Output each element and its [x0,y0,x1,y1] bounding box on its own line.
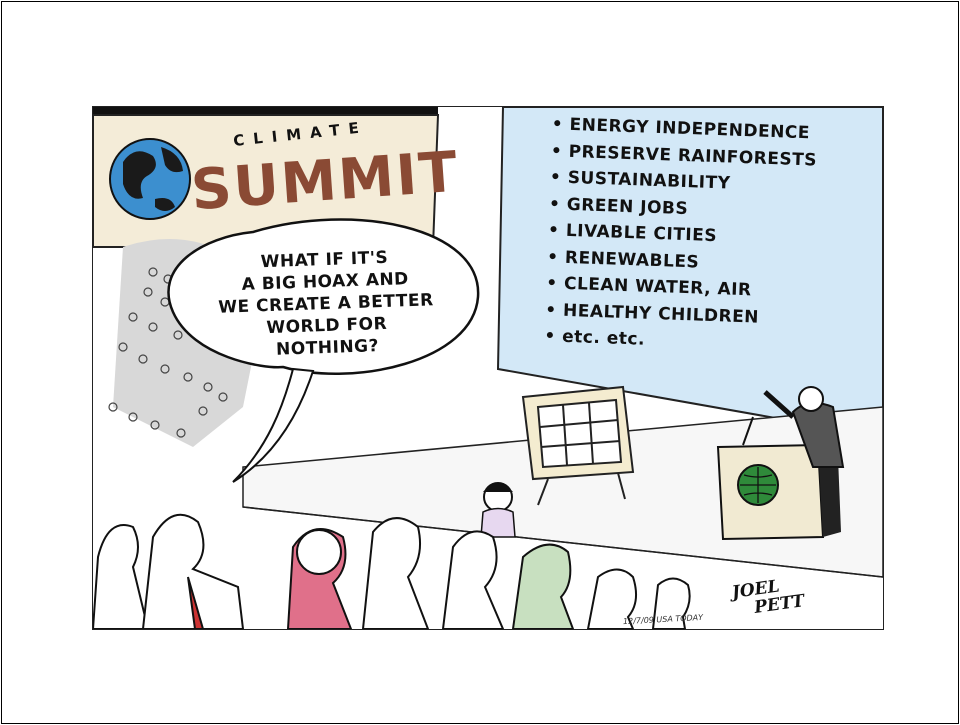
front-audience [93,513,691,629]
speech-bubble-text: WHAT IF IT'S A BIG HOAX AND WE CREATE A … [209,245,443,363]
banner-globe-icon [109,138,191,220]
speaker-figure [763,386,845,468]
banner-top-bar [93,107,438,115]
screen-bullet-list: ENERGY INDEPENDENCE PRESERVE RAINFORESTS… [544,111,882,361]
speech-bubble [167,218,480,375]
easel-grid-chart [521,385,635,506]
child-figure [480,482,516,538]
editorial-cartoon: CLIMATE SUMMIT WHAT IF IT'S A BIG HOAX A… [92,106,884,630]
speech-line: WORLD FOR NOTHING? [266,313,388,360]
